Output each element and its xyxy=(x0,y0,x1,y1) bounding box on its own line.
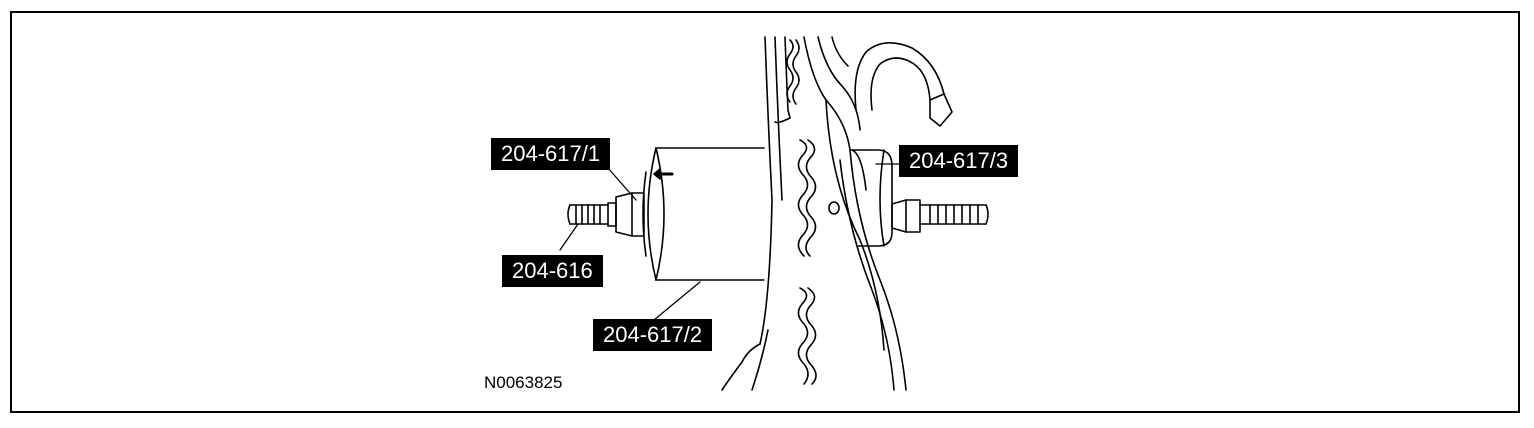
weld-bead-middle xyxy=(797,139,817,257)
bracket-panel xyxy=(803,36,907,391)
receiver-cup xyxy=(642,147,765,281)
figure-id: N0063825 xyxy=(484,373,563,392)
leader-lines xyxy=(559,163,901,321)
panel-left-edge xyxy=(721,36,791,391)
weld-bead-lower xyxy=(797,287,817,385)
hose-tube xyxy=(854,42,953,127)
spacer-right xyxy=(851,149,893,247)
callout-forcing-screw: 204-616 xyxy=(502,255,603,287)
callout-spacer: 204-617/3 xyxy=(899,145,1019,177)
callout-receiver-cup: 204-617/1 xyxy=(491,138,611,170)
callout-adapter: 204-617/2 xyxy=(593,319,713,351)
forcing-screw-right xyxy=(891,199,989,233)
weld-bead-upper xyxy=(786,39,800,105)
forcing-screw-left xyxy=(567,192,645,237)
